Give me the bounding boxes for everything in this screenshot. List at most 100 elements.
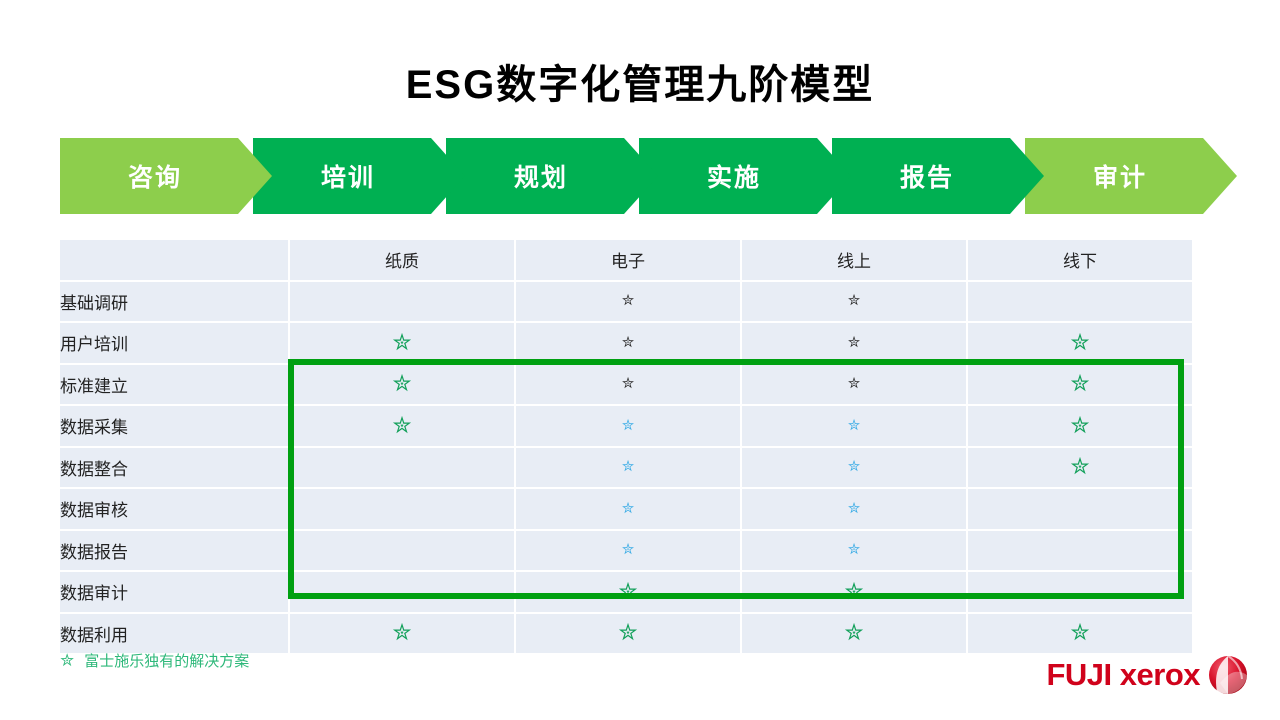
star-icon: ✮ [392, 328, 412, 355]
brand-logo: FUJI xerox [1046, 655, 1248, 695]
matrix-cell-r4-c1: ✮ [289, 405, 516, 448]
star-icon: ✮ [621, 333, 635, 351]
matrix-cell-r9-c1: ✮ [289, 612, 516, 655]
matrix-cell-r3-c4: ✮ [967, 363, 1192, 406]
row-label-7: 数据报告 [60, 529, 290, 572]
matrix-corner-cell [60, 240, 290, 282]
matrix-cell-r4-c3: ✮ [741, 405, 968, 448]
star-icon: ✮ [392, 619, 412, 646]
star-icon: ✮ [844, 619, 864, 646]
star-icon: ✮ [847, 416, 861, 434]
column-header-3: 线上 [741, 240, 968, 282]
process-chevron-bar: 咨询 培训 规划 实施 报告 审计 [60, 138, 1220, 214]
row-label-5: 数据整合 [60, 446, 290, 489]
process-stage-3[interactable]: 规划 [446, 138, 658, 214]
process-stage-4[interactable]: 实施 [639, 138, 851, 214]
page-title: ESG数字化管理九阶模型 [405, 63, 875, 107]
star-icon: ✮ [847, 458, 861, 476]
table-row: 数据审核 ✮ ✮ [60, 488, 1192, 531]
matrix-cell-r3-c3: ✮ [741, 363, 968, 406]
row-label-2: 用户培训 [60, 322, 290, 365]
matrix-cell-r3-c2: ✮ [515, 363, 742, 406]
matrix-cell-r5-c1 [289, 446, 516, 489]
star-icon: ✮ [621, 499, 635, 517]
matrix-cell-r1-c2: ✮ [515, 280, 742, 323]
star-icon: ✮ [621, 375, 635, 393]
process-stage-label: 实施 [706, 164, 761, 192]
matrix-cell-r2-c4: ✮ [967, 322, 1192, 365]
matrix-cell-r7-c1 [289, 529, 516, 572]
footnote-label: 富士施乐独有的解决方案 [84, 653, 250, 670]
star-icon: ✮ [847, 541, 861, 559]
matrix-cell-r9-c4: ✮ [967, 612, 1192, 655]
star-icon: ✮ [392, 370, 412, 397]
matrix-cell-r9-c2: ✮ [515, 612, 742, 655]
star-icon: ✮ [1070, 328, 1090, 355]
star-icon: ✮ [621, 292, 635, 310]
star-icon: ✮ [618, 577, 638, 604]
matrix-cell-r8-c2: ✮ [515, 571, 742, 614]
process-stage-label: 审计 [1092, 164, 1147, 192]
matrix-cell-r7-c2: ✮ [515, 529, 742, 572]
process-stage-5[interactable]: 报告 [832, 138, 1044, 214]
matrix-cell-r5-c2: ✮ [515, 446, 742, 489]
process-stage-1[interactable]: 咨询 [60, 138, 272, 214]
star-icon: ✮ [847, 499, 861, 517]
matrix-cell-r6-c2: ✮ [515, 488, 742, 531]
table-row: 数据审计 ✮ ✮ [60, 571, 1192, 614]
matrix-cell-r2-c1: ✮ [289, 322, 516, 365]
matrix-cell-r6-c4 [967, 488, 1192, 531]
star-icon: ✮ [1070, 619, 1090, 646]
matrix-cell-r1-c3: ✮ [741, 280, 968, 323]
row-label-9: 数据利用 [60, 612, 290, 655]
star-icon: ✮ [618, 619, 638, 646]
star-icon: ✮ [847, 375, 861, 393]
matrix-cell-r3-c1: ✮ [289, 363, 516, 406]
star-icon: ✮ [621, 458, 635, 476]
table-row: 数据利用 ✮ ✮ ✮ ✮ [60, 612, 1192, 655]
matrix-cell-r5-c3: ✮ [741, 446, 968, 489]
process-stage-label: 报告 [899, 164, 954, 192]
matrix-cell-r1-c1 [289, 280, 516, 323]
matrix-cell-r1-c4 [967, 280, 1192, 323]
matrix-cell-r7-c3: ✮ [741, 529, 968, 572]
matrix-cell-r4-c2: ✮ [515, 405, 742, 448]
table-row: 数据采集 ✮ ✮ ✮ ✮ [60, 405, 1192, 448]
matrix-cell-r2-c3: ✮ [741, 322, 968, 365]
column-header-2: 电子 [515, 240, 742, 282]
star-icon: ✮ [621, 541, 635, 559]
matrix-cell-r6-c1 [289, 488, 516, 531]
row-label-3: 标准建立 [60, 363, 290, 406]
matrix-cell-r2-c2: ✮ [515, 322, 742, 365]
star-icon: ✮ [844, 577, 864, 604]
star-icon: ✮ [847, 292, 861, 310]
matrix-cell-r6-c3: ✮ [741, 488, 968, 531]
star-icon: ✮ [1070, 453, 1090, 480]
star-icon: ✮ [1070, 411, 1090, 438]
row-label-6: 数据审核 [60, 488, 290, 531]
table-row: 标准建立 ✮ ✮ ✮ ✮ [60, 363, 1192, 406]
matrix-cell-r4-c4: ✮ [967, 405, 1192, 448]
row-label-4: 数据采集 [60, 405, 290, 448]
table-header-row: 纸质电子线上线下 [60, 240, 1192, 282]
row-label-1: 基础调研 [60, 280, 290, 323]
footnote-legend: ✮ 富士施乐独有的解决方案 [60, 650, 249, 671]
process-stage-label: 咨询 [127, 164, 182, 192]
matrix-cell-r7-c4 [967, 529, 1192, 572]
process-stage-label: 规划 [513, 164, 568, 192]
process-stage-label: 培训 [320, 164, 375, 192]
logo-wordmark: FUJI xerox [1046, 657, 1200, 692]
process-stage-2[interactable]: 培训 [253, 138, 465, 214]
column-header-4: 线下 [967, 240, 1192, 282]
row-label-8: 数据审计 [60, 571, 290, 614]
matrix-cell-r8-c4 [967, 571, 1192, 614]
table-row: 数据整合 ✮ ✮ ✮ [60, 446, 1192, 489]
xerox-sphere-icon [1208, 655, 1248, 695]
star-icon: ✮ [621, 416, 635, 434]
table-row: 数据报告 ✮ ✮ [60, 529, 1192, 572]
matrix-cell-r5-c4: ✮ [967, 446, 1192, 489]
star-icon: ✮ [392, 411, 412, 438]
process-stage-6[interactable]: 审计 [1025, 138, 1237, 214]
star-icon: ✮ [60, 650, 75, 670]
matrix-cell-r8-c3: ✮ [741, 571, 968, 614]
